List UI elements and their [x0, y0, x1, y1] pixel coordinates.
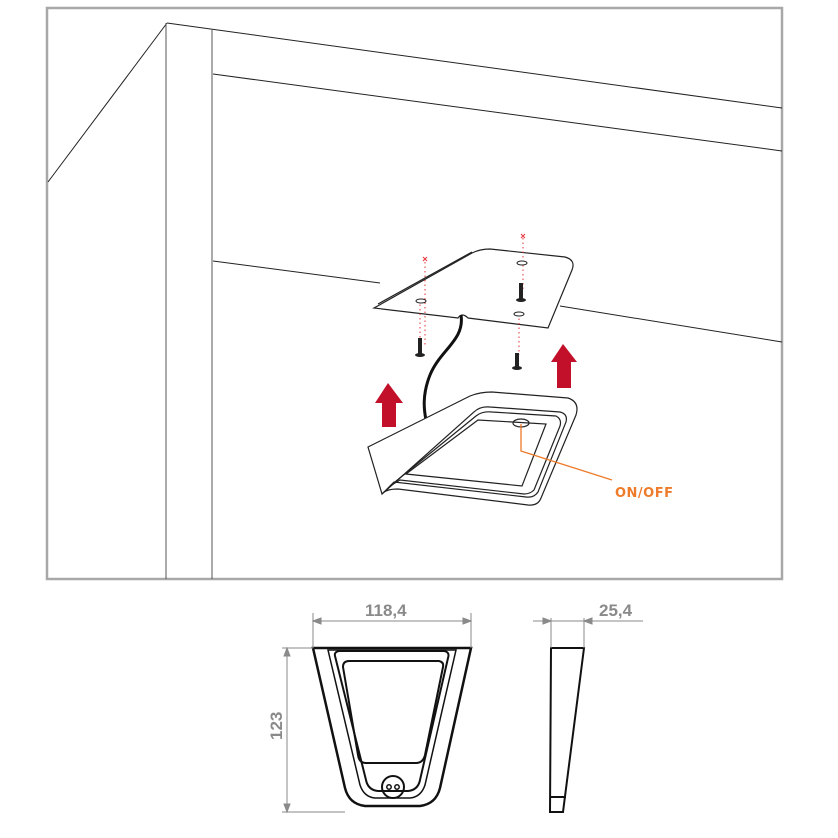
dim-width-label: 118,4 [365, 601, 407, 620]
screw-icon [519, 283, 523, 299]
sensor-dot [386, 784, 392, 790]
side-view [548, 647, 586, 813]
dim-depth-label: 25,4 [599, 601, 633, 620]
screw-guides [419, 238, 524, 355]
screw-x-markers [422, 233, 526, 262]
install-view-frame [45, 6, 784, 581]
onoff-callout-line [520, 424, 613, 481]
screw-icon [418, 338, 422, 354]
lamp-perspective [367, 391, 578, 506]
arrow-up-icon [375, 383, 403, 427]
dim-height-label: 123 [267, 712, 286, 740]
front-view [311, 646, 473, 808]
onoff-label: ON/OFF [615, 486, 674, 501]
cabinet [47, 22, 783, 579]
screw-icon [515, 353, 519, 367]
upward-arrows [375, 344, 577, 427]
dimension-lines [282, 613, 643, 814]
power-cable [422, 314, 463, 421]
screws [415, 283, 526, 370]
sensor-dot [394, 784, 400, 790]
screw-holes [415, 260, 528, 317]
mounting-plate [372, 248, 574, 329]
arrow-up-icon [551, 344, 577, 388]
